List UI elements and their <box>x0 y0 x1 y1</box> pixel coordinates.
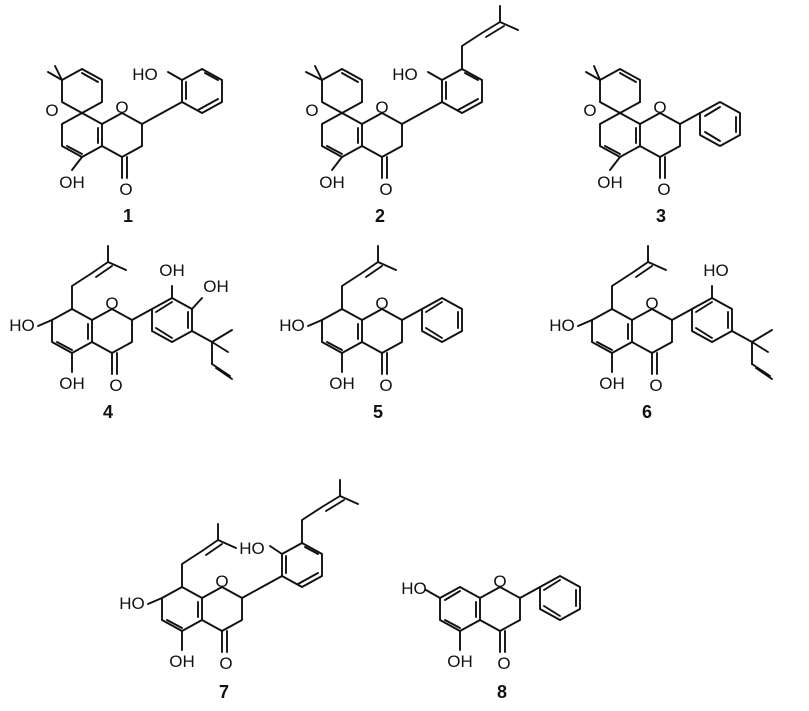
compound-7-label-1: HO <box>239 539 265 558</box>
compound-4-label-0: OH <box>159 261 185 280</box>
compound-2-structure: HO O O OH O 2 <box>305 5 519 226</box>
compound-7-label-3: OH <box>169 652 195 671</box>
compound-4-label-2: HO <box>9 316 35 335</box>
compound-5-label-3: O <box>379 376 392 395</box>
compound-7-label-4: O <box>219 654 232 673</box>
compound-2-label-1: O <box>375 98 388 117</box>
compound-2-label-0: HO <box>392 65 418 84</box>
compound-5-structure: HO O OH O 5 <box>279 245 463 422</box>
compound-8-label-0: HO <box>401 579 427 598</box>
compound-2-label-3: OH <box>319 173 345 192</box>
compound-3-label-2: OH <box>597 173 623 192</box>
compound-4-label-5: O <box>109 376 122 395</box>
compound-1-label-2: O <box>45 101 58 120</box>
compound-8-label-1: O <box>493 572 506 591</box>
compound-3-number: 3 <box>656 206 666 226</box>
compound-4-structure: OH OH HO O OH O 4 <box>9 245 233 422</box>
compound-1-label-3: OH <box>59 173 85 192</box>
compound-4-number: 4 <box>103 402 113 422</box>
compound-5-label-1: O <box>375 294 388 313</box>
compound-7-structure: HO HO O OH O 7 <box>119 479 359 702</box>
compound-3-structure: O O OH O 3 <box>583 65 741 226</box>
compound-5-label-2: OH <box>329 374 355 393</box>
compound-3-label-1: O <box>583 101 596 120</box>
compound-2-label-2: O <box>305 101 318 120</box>
compound-5-number: 5 <box>373 402 383 422</box>
compound-4-label-1: OH <box>203 277 229 296</box>
compound-1-label-1: O <box>115 98 128 117</box>
compound-1-label-0: HO <box>132 65 158 84</box>
compound-6-label-4: O <box>649 376 662 395</box>
compound-3-label-3: O <box>657 180 670 199</box>
compound-2-label-4: O <box>379 180 392 199</box>
compound-3-label-0: O <box>653 98 666 117</box>
compound-4-label-3: O <box>105 294 118 313</box>
compound-4-label-4: OH <box>59 374 85 393</box>
compound-7-number: 7 <box>219 682 229 702</box>
compound-8-number: 8 <box>497 682 507 702</box>
compound-6-structure: HO HO O OH O 6 <box>549 245 773 422</box>
compound-6-label-2: O <box>645 294 658 313</box>
compound-6-label-0: HO <box>703 261 729 280</box>
compound-6-label-1: HO <box>549 316 575 335</box>
compound-2-number: 2 <box>375 206 385 226</box>
compound-8-label-3: O <box>497 654 510 673</box>
compound-7-label-0: HO <box>119 594 145 613</box>
compound-8-label-2: OH <box>447 652 473 671</box>
compound-6-label-3: OH <box>599 374 625 393</box>
compound-5-label-0: HO <box>279 316 305 335</box>
compound-1-structure: HO O O OH O 1 <box>45 65 223 226</box>
compound-8-structure: HO O OH O 8 <box>401 572 581 702</box>
compound-1-number: 1 <box>123 206 133 226</box>
compound-7-label-2: O <box>215 572 228 591</box>
compound-1-label-4: O <box>119 180 132 199</box>
compound-6-number: 6 <box>642 402 652 422</box>
